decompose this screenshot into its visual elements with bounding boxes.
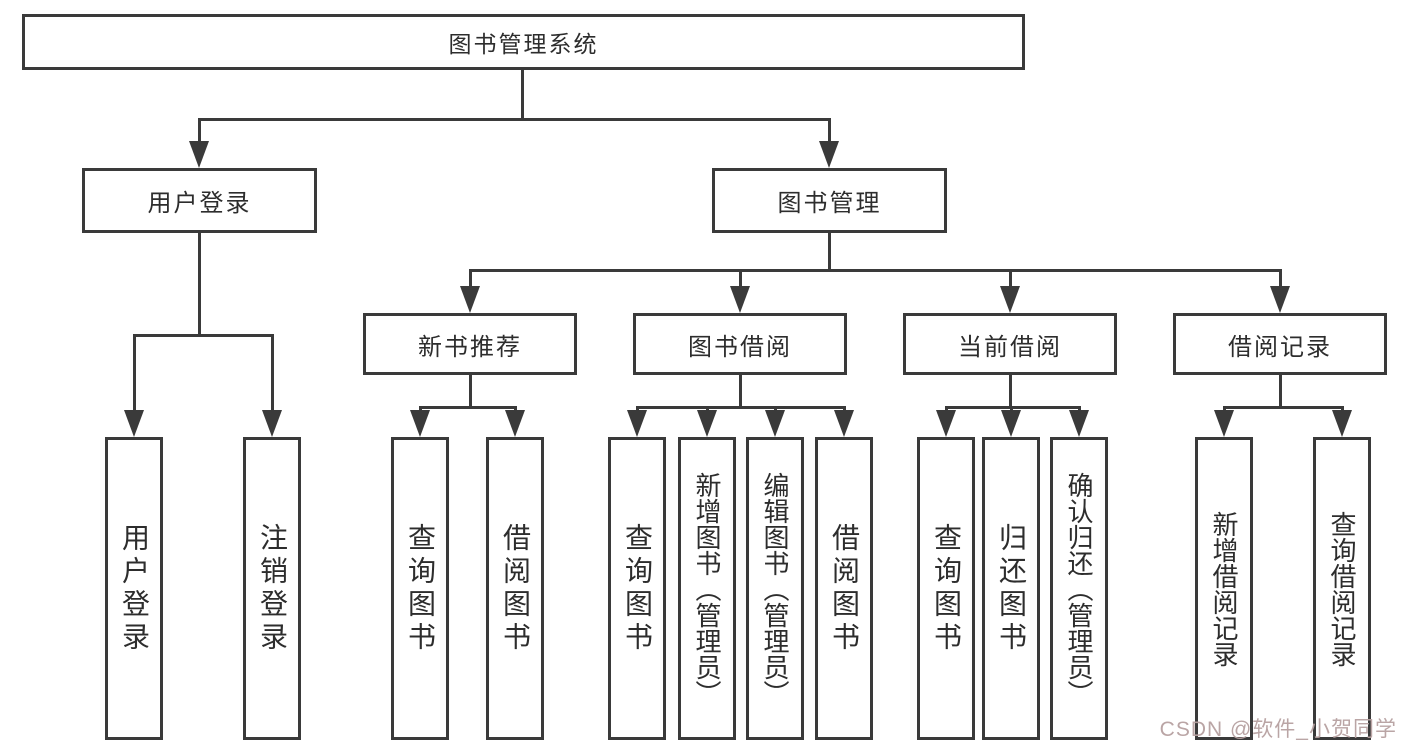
arrow-down-icon	[1214, 410, 1234, 437]
arrow-down-icon	[262, 410, 282, 437]
node-leaf-user-login: 用户登录	[105, 437, 163, 740]
node-label: 查询借阅记录	[1327, 510, 1357, 667]
connector-line	[197, 117, 831, 121]
arrow-down-icon	[1069, 410, 1089, 437]
node-label: 借阅记录	[1228, 333, 1332, 361]
arrow-down-icon	[765, 410, 785, 437]
connector-line	[635, 405, 846, 409]
connector-line	[1008, 269, 1012, 293]
node-label: 当前借阅	[958, 333, 1062, 361]
node-leaf-edit-books-admin: 编辑图书（管理员）	[746, 437, 804, 740]
node-leaf-confirm-return-admin: 确认归还（管理员）	[1050, 437, 1108, 740]
arrow-down-icon	[460, 286, 480, 313]
arrow-down-icon	[697, 410, 717, 437]
node-label: 查询图书	[405, 522, 436, 655]
node-label: 新书推荐	[418, 333, 522, 361]
node-label: 图书管理系统	[448, 31, 599, 57]
node-root: 图书管理系统	[22, 14, 1025, 70]
node-leaf-query-books-current: 查询图书	[917, 437, 975, 740]
connector-line	[468, 375, 472, 409]
node-leaf-query-borrow-record: 查询借阅记录	[1313, 437, 1371, 740]
node-leaf-borrow-books-recommend: 借阅图书	[486, 437, 544, 740]
node-label: 借阅图书	[500, 522, 531, 655]
watermark: CSDN @软件_小贺同学	[1159, 718, 1397, 741]
node-leaf-add-books-admin: 新增图书（管理员）	[678, 437, 736, 740]
connector-line	[738, 269, 742, 293]
node-user-login: 用户登录	[82, 168, 317, 233]
arrow-down-icon	[730, 286, 750, 313]
node-leaf-logout-login: 注销登录	[243, 437, 301, 740]
node-label: 图书管理	[777, 190, 882, 217]
connector-line	[468, 269, 472, 293]
node-leaf-return-books: 归还图书	[982, 437, 1040, 740]
node-label: 确认归还（管理员）	[1064, 471, 1094, 706]
node-label: 编辑图书（管理员）	[760, 471, 790, 706]
arrow-down-icon	[1000, 286, 1020, 313]
connector-line	[944, 405, 1081, 409]
connector-line	[197, 118, 201, 148]
arrow-down-icon	[936, 410, 956, 437]
arrow-down-icon	[1001, 410, 1021, 437]
node-leaf-query-books-recommend: 查询图书	[391, 437, 449, 740]
node-label: 注销登录	[257, 522, 288, 655]
arrow-down-icon	[124, 410, 144, 437]
arrow-down-icon	[1270, 286, 1290, 313]
node-new-book-recommend: 新书推荐	[363, 313, 577, 375]
connector-line	[132, 333, 274, 337]
node-label: 新增图书（管理员）	[692, 471, 722, 706]
connector-line	[468, 268, 1282, 272]
connector-line	[1222, 405, 1344, 409]
node-label: 借阅图书	[829, 522, 860, 655]
node-label: 用户登录	[119, 522, 150, 655]
node-label: 归还图书	[996, 522, 1027, 655]
arrow-down-icon	[505, 410, 525, 437]
node-book-management: 图书管理	[712, 168, 947, 233]
node-book-borrowing: 图书借阅	[633, 313, 847, 375]
arrow-down-icon	[627, 410, 647, 437]
node-leaf-borrow-books-borrowing: 借阅图书	[815, 437, 873, 740]
connector-line	[827, 118, 831, 148]
connector-line	[1278, 269, 1282, 293]
connector-line	[738, 375, 742, 409]
connector-line	[132, 334, 136, 417]
node-label: 新增借阅记录	[1209, 510, 1239, 667]
connector-line	[827, 233, 831, 272]
node-current-borrowing: 当前借阅	[903, 313, 1117, 375]
node-label: 图书借阅	[688, 333, 792, 361]
node-label: 查询图书	[622, 522, 653, 655]
arrow-down-icon	[410, 410, 430, 437]
node-leaf-query-books-borrowing: 查询图书	[608, 437, 666, 740]
connector-line	[1278, 375, 1282, 409]
connector-line	[520, 70, 524, 121]
arrow-down-icon	[189, 141, 209, 168]
node-label: 用户登录	[147, 190, 252, 217]
arrow-down-icon	[1332, 410, 1352, 437]
arrow-down-icon	[819, 141, 839, 168]
connector-line	[418, 405, 517, 409]
arrow-down-icon	[834, 410, 854, 437]
connector-line	[1008, 375, 1012, 409]
connector-line	[197, 233, 201, 337]
node-label: 查询图书	[931, 522, 962, 655]
connector-line	[270, 334, 274, 417]
node-borrow-records: 借阅记录	[1173, 313, 1387, 375]
node-leaf-add-borrow-record: 新增借阅记录	[1195, 437, 1253, 740]
